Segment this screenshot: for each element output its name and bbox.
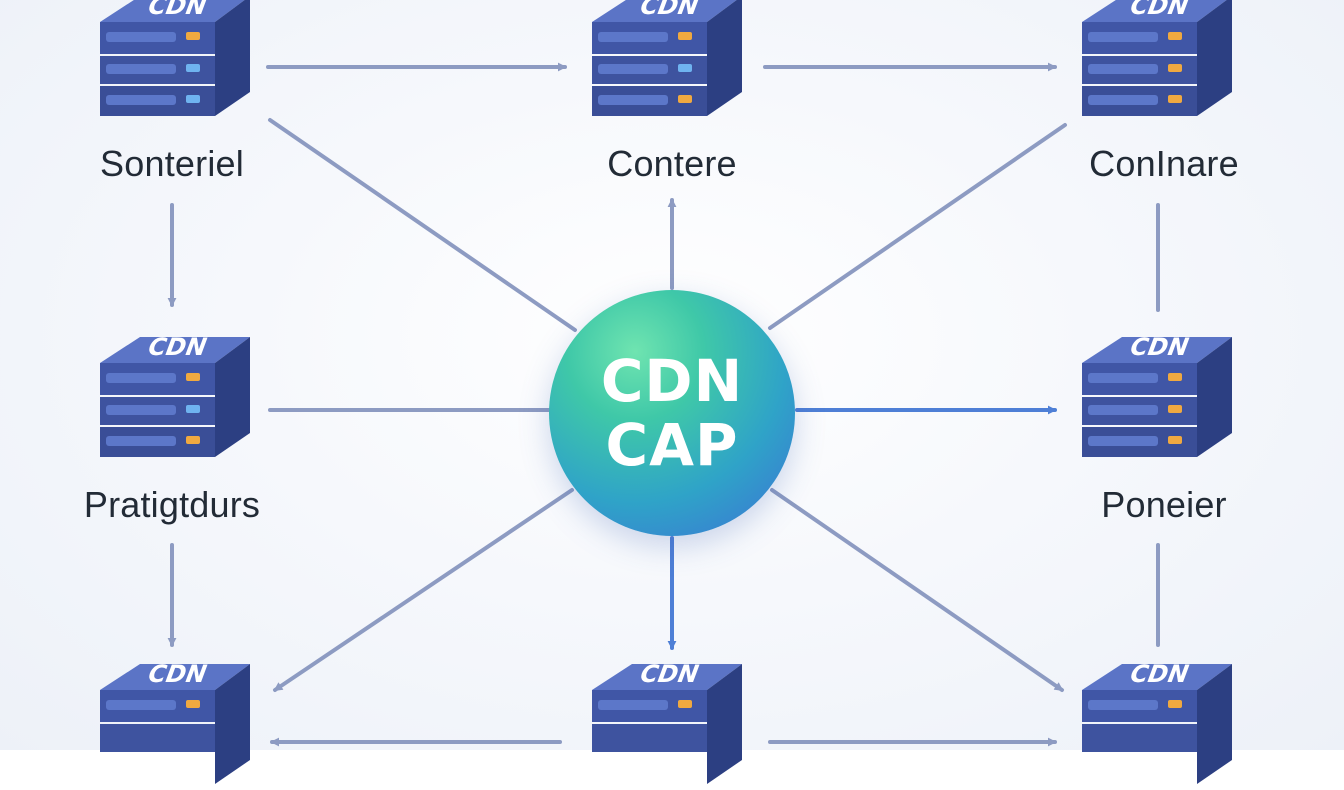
server-icon-middle-right: CDN: [1072, 333, 1242, 463]
server-badge: CDN: [638, 660, 701, 688]
cdn-hub-circle: CDN CAP: [549, 290, 795, 536]
server-badge: CDN: [638, 0, 701, 20]
server-badge: CDN: [146, 333, 209, 361]
arrow-hub-to-bottom-right: [770, 488, 1064, 692]
hub-label-line1: CDN: [600, 347, 744, 415]
server-icon-bottom-right: CDN: [1072, 660, 1242, 790]
node-label-top-left: Sonteriel: [100, 143, 244, 184]
server-icon-top-left: CDN: [90, 0, 260, 122]
connector-layer: [167, 62, 1160, 747]
server-icon-bottom-left: CDN: [90, 660, 260, 790]
node-label-top-center: Contere: [607, 143, 737, 184]
line-top-left-to-hub: [268, 118, 577, 332]
server-badge: CDN: [146, 660, 209, 688]
server-icon-bottom-center: CDN: [582, 660, 752, 790]
line-top-right-to-hub: [768, 123, 1067, 330]
server-icon-middle-left: CDN: [90, 333, 260, 463]
hub-label-line2: CAP: [605, 411, 739, 479]
node-label-top-right: ConInare: [1089, 143, 1239, 184]
server-icon-top-right: CDN: [1072, 0, 1242, 122]
server-badge: CDN: [1128, 660, 1191, 688]
node-label-middle-right: Poneier: [1101, 484, 1227, 525]
arrow-hub-to-bottom-left: [273, 488, 574, 692]
server-badge: CDN: [146, 0, 209, 20]
server-badge: CDN: [1128, 0, 1191, 20]
node-label-middle-left: Pratigtdurs: [83, 484, 261, 525]
server-badge: CDN: [1128, 333, 1191, 361]
server-icon-top-center: CDN: [582, 0, 752, 122]
